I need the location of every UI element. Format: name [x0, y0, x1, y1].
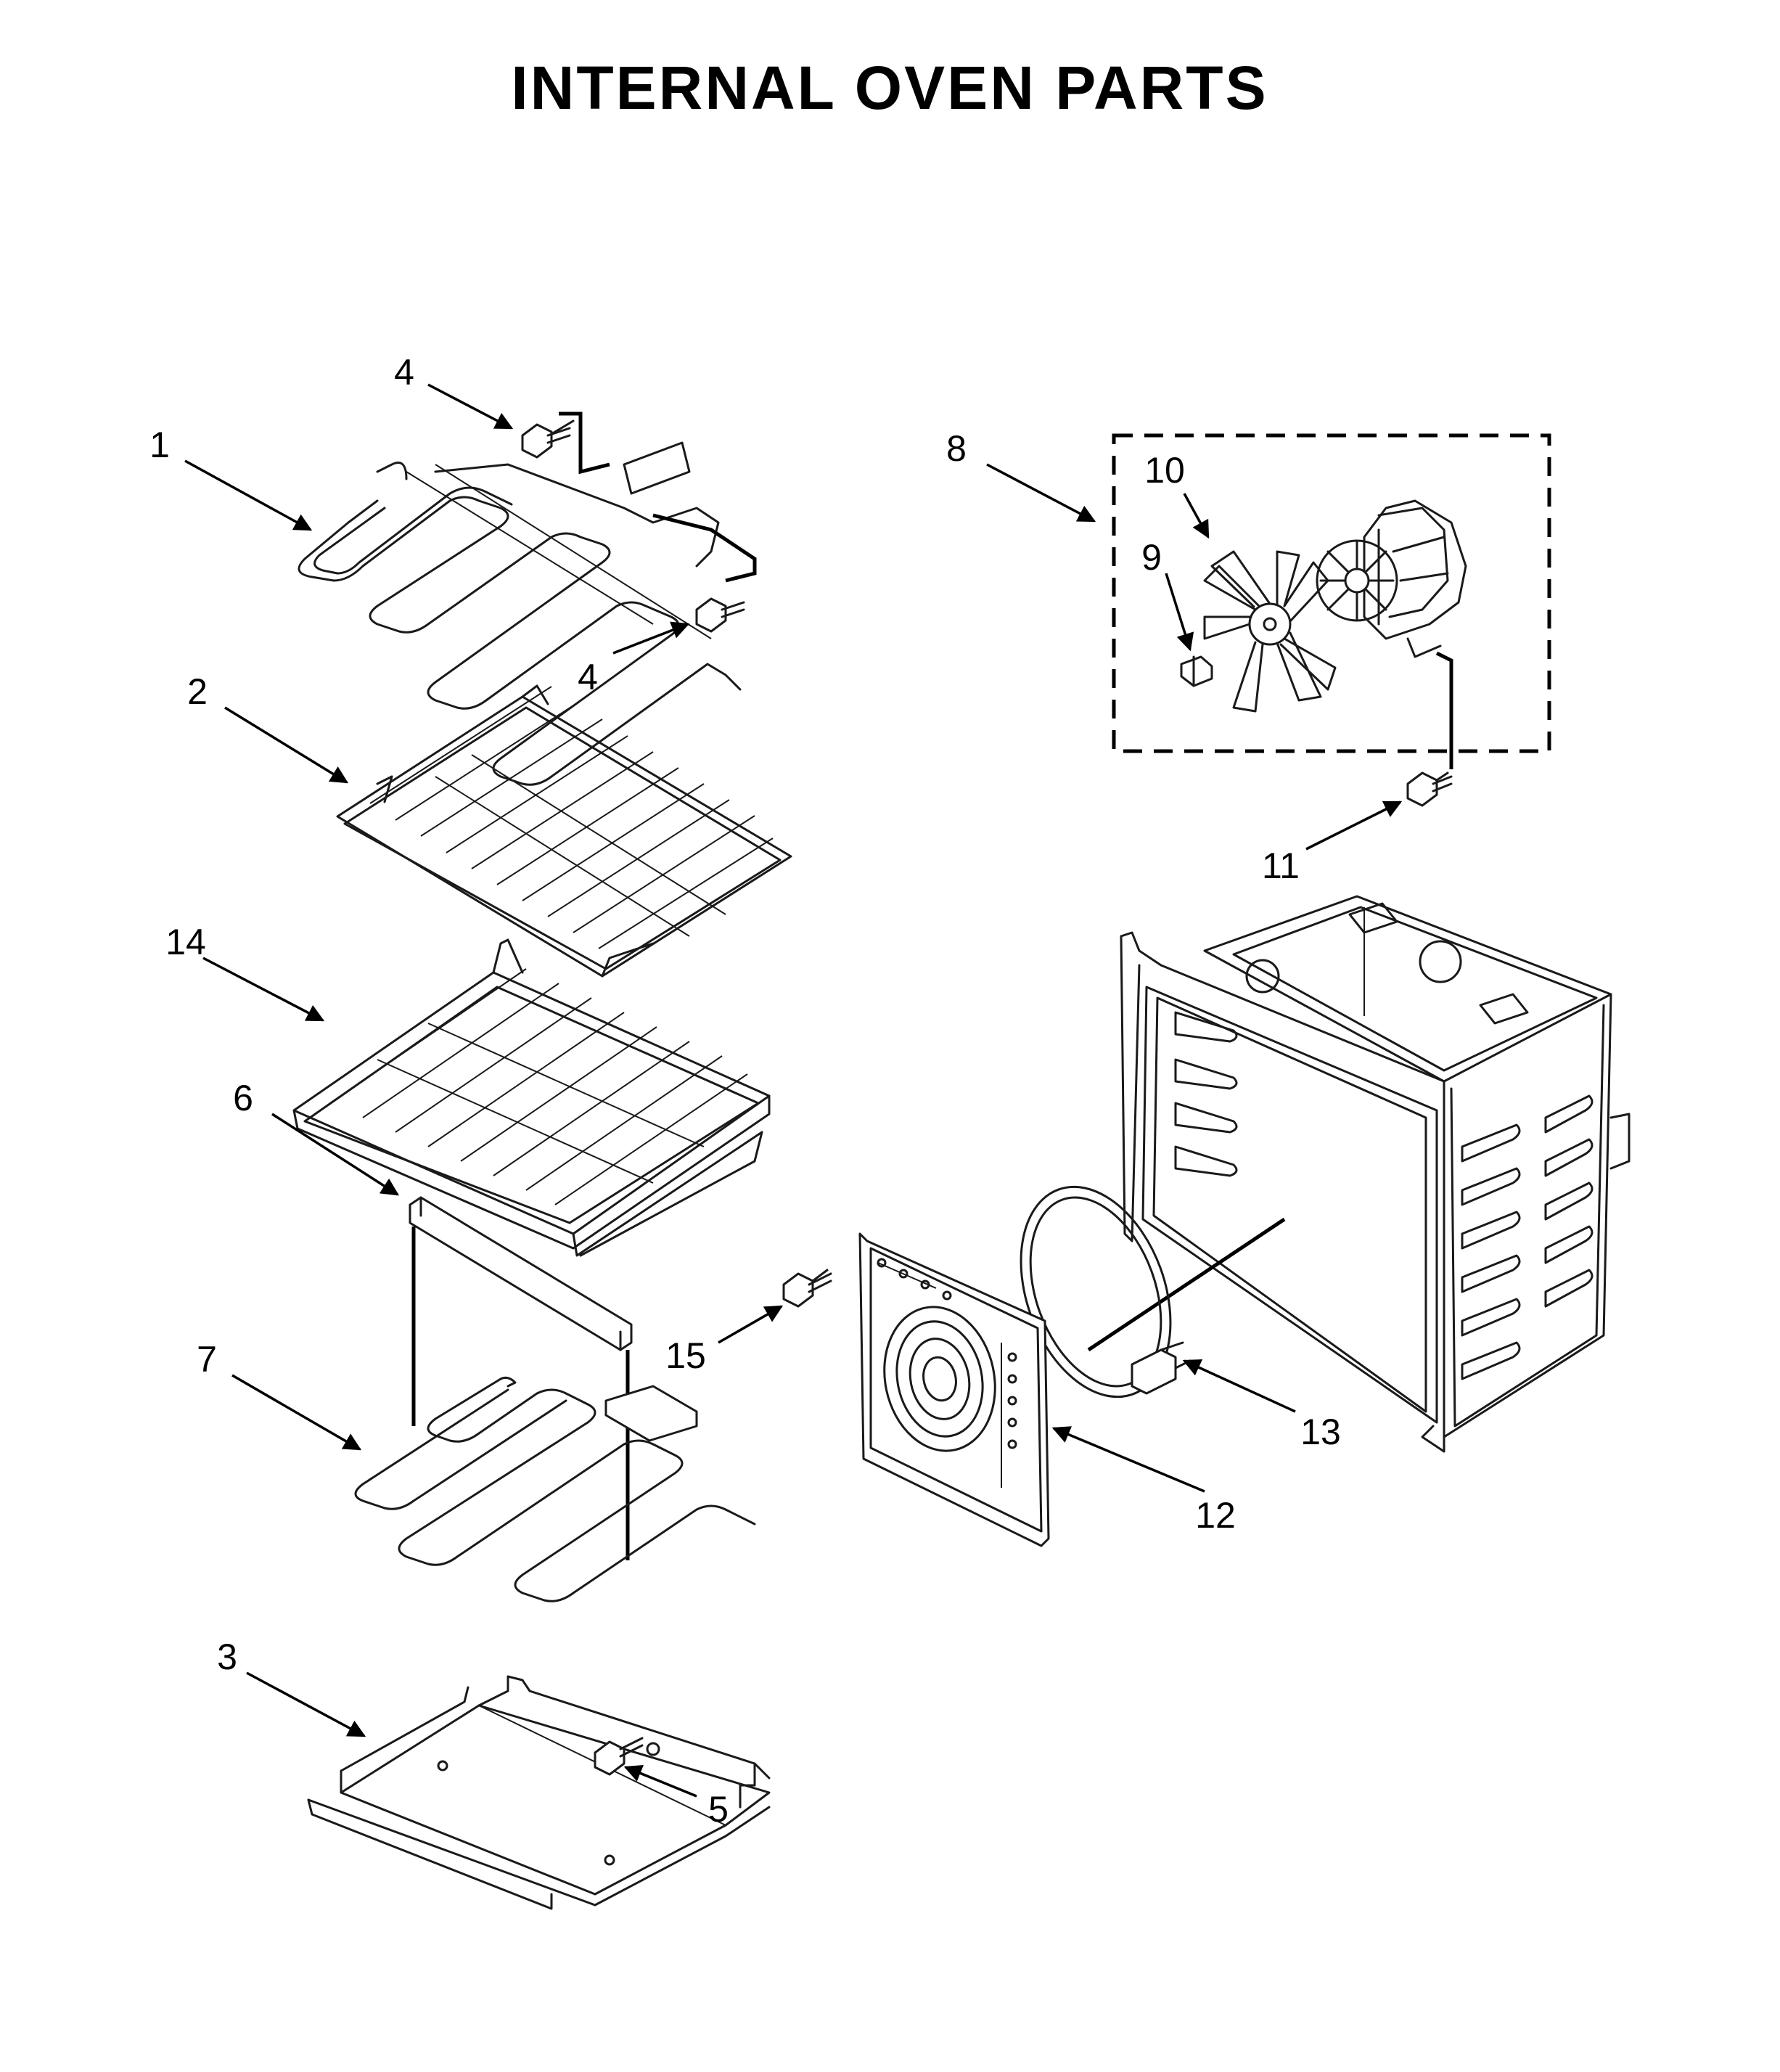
callout-11: 11 [1262, 845, 1300, 886]
screw-icon [521, 419, 575, 459]
callout-4-bottom: 4 [578, 657, 598, 697]
screw-icon [695, 597, 745, 633]
part-2-oven-rack[interactable] [336, 684, 792, 978]
part-9-fan-nut[interactable] [1180, 655, 1213, 687]
callout-2: 2 [187, 671, 208, 712]
callout-15: 15 [665, 1335, 706, 1376]
part-8-convection-fan-kit-box[interactable] [1112, 433, 1551, 753]
part-13-convection-element[interactable] [993, 1166, 1197, 1418]
callout-4-top: 4 [394, 352, 414, 393]
callout-1: 1 [149, 425, 170, 465]
part-1-upper-heating-element[interactable] [298, 411, 757, 786]
screw-icon [594, 1737, 644, 1776]
callout-13: 13 [1300, 1412, 1341, 1452]
part-3-oven-bottom-cover[interactable] [307, 1675, 771, 1910]
part-11-screw[interactable] [1406, 771, 1453, 807]
oven-cavity[interactable] [1087, 895, 1631, 1453]
part-10-fan-blade[interactable] [1203, 550, 1337, 713]
part-6-element-shield[interactable] [409, 1196, 633, 1560]
callout-14: 14 [165, 922, 206, 962]
callout-5: 5 [708, 1789, 729, 1830]
part-14-gliding-rack[interactable] [292, 938, 771, 1257]
callout-12: 12 [1195, 1495, 1236, 1536]
convection-fan-motor[interactable] [1316, 499, 1467, 769]
callout-3: 3 [217, 1637, 237, 1677]
callout-7: 7 [197, 1339, 217, 1380]
page-title: INTERNAL OVEN PARTS [511, 54, 1268, 122]
part-7-lower-heating-element[interactable] [354, 1376, 756, 1602]
callout-9: 9 [1141, 537, 1162, 578]
callout-leaders [184, 383, 1403, 1798]
part-15-screw[interactable] [782, 1269, 832, 1308]
callout-6: 6 [233, 1078, 253, 1118]
callout-8: 8 [946, 428, 967, 469]
callout-10: 10 [1144, 450, 1185, 491]
part-12-convection-fan-cover[interactable] [858, 1232, 1050, 1547]
